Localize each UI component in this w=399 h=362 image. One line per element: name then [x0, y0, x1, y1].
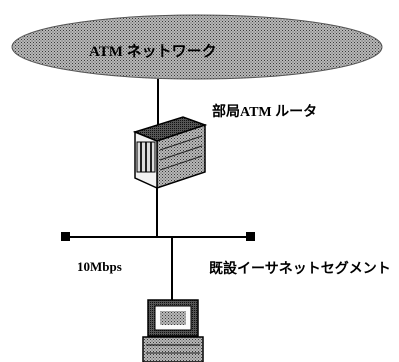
atm-network-label: ATM ネットワーク [89, 40, 217, 61]
segment-endpoint-right-icon [246, 232, 255, 241]
link-speed-label: 10Mbps [77, 259, 122, 275]
ethernet-segment-label: 既設イーサネットセグメント [209, 258, 391, 278]
router-icon [135, 117, 205, 188]
segment-endpoint-left-icon [61, 232, 70, 241]
workstation-icon [143, 300, 203, 362]
router-label: 部局ATM ルータ [212, 101, 317, 121]
